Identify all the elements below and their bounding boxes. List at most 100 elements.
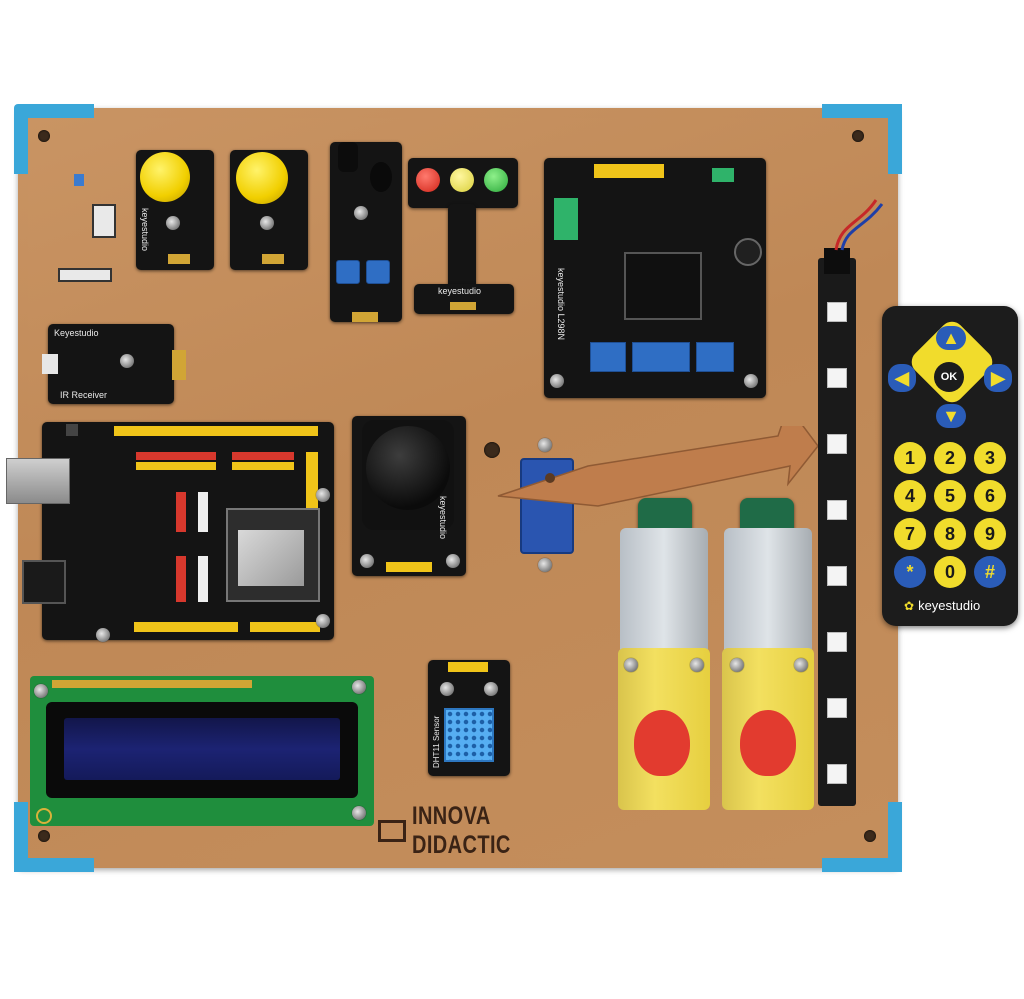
power-jack-icon[interactable]	[22, 560, 66, 604]
screw-icon	[316, 488, 330, 502]
wheel-hub-icon	[634, 710, 690, 776]
pin-header	[198, 556, 208, 602]
potentiometer-icon[interactable]	[336, 260, 360, 284]
key-0[interactable]: 0	[934, 556, 966, 588]
pin-header	[176, 556, 186, 602]
screw-icon	[354, 206, 368, 220]
screw-icon	[730, 658, 744, 672]
reset-button-icon[interactable]	[66, 424, 78, 436]
joystick-knob[interactable]	[366, 426, 450, 510]
wooden-board: keyestudio keyestudio keyestudio L298N	[6, 104, 902, 872]
screw-icon	[624, 658, 638, 672]
key-2[interactable]: 2	[934, 442, 966, 474]
dpad-right-icon[interactable]: ▶	[984, 364, 1012, 392]
key-8[interactable]: 8	[934, 518, 966, 550]
gear-motor-left	[614, 498, 714, 810]
remote-brand-text: keyestudio	[918, 598, 981, 613]
shield-can-icon	[238, 530, 304, 586]
brand-logo-text: INNOVA DIDACTIC	[411, 802, 511, 859]
mount-hole	[484, 442, 500, 458]
key-5[interactable]: 5	[934, 480, 966, 512]
module-label: keyestudio L298N	[556, 268, 566, 341]
motor-can	[620, 528, 708, 658]
red-led-icon	[416, 168, 440, 192]
rgb-led-icon	[827, 434, 847, 454]
humidity-sensor-icon	[444, 708, 494, 762]
motor-can	[724, 528, 812, 658]
pin-header	[352, 312, 378, 322]
yellow-button[interactable]	[140, 152, 190, 202]
key-3[interactable]: 3	[974, 442, 1006, 474]
pin-header	[168, 254, 190, 264]
sensor-module	[330, 142, 402, 322]
strip-connector	[824, 248, 850, 274]
pin-header	[594, 164, 664, 178]
screw-icon	[446, 554, 460, 568]
board-screw-icon	[852, 130, 864, 142]
traffic-light-module	[408, 158, 518, 208]
strip-wires	[834, 199, 884, 251]
key-hash[interactable]: #	[974, 556, 1006, 588]
motor-driver-module: keyestudio L298N	[544, 158, 766, 398]
traffic-light-stem	[448, 204, 476, 294]
screw-icon	[260, 216, 274, 230]
traffic-light-base: keyestudio	[414, 284, 514, 314]
brand-logo: INNOVA DIDACTIC	[378, 802, 618, 859]
pin-header	[52, 680, 252, 688]
pin-header	[198, 492, 208, 532]
yellow-button[interactable]	[236, 152, 288, 204]
led-strip	[818, 258, 856, 806]
key-7[interactable]: 7	[894, 518, 926, 550]
pin-header	[262, 254, 284, 264]
screw-icon	[538, 438, 552, 452]
pin-header	[114, 426, 318, 436]
usb-port-icon[interactable]	[6, 458, 70, 504]
screw-terminal-icon[interactable]	[590, 342, 626, 372]
ir-sensor-icon	[42, 354, 58, 374]
screw-icon	[352, 680, 366, 694]
dpad-down-icon[interactable]: ▼	[936, 404, 966, 428]
module-label: keyestudio	[438, 496, 448, 540]
screw-terminal-icon[interactable]	[632, 342, 690, 372]
esp32-module-icon	[226, 508, 320, 602]
lcd-screen	[64, 718, 340, 780]
wheel-hub-icon	[740, 710, 796, 776]
key-4[interactable]: 4	[894, 480, 926, 512]
rgb-led-icon	[827, 500, 847, 520]
ir-receiver-module: Keyestudio IR Receiver	[42, 324, 186, 404]
dpad-up-icon[interactable]: ▲	[936, 326, 966, 350]
ir-remote-control: ▲ ▼ ◀ ▶ OK 1 2 3 4 5 6 7 8 9 * 0 # ✿ key…	[882, 306, 1018, 626]
remote-brand: ✿ keyestudio	[904, 598, 980, 613]
screw-icon	[316, 614, 330, 628]
key-star[interactable]: *	[894, 556, 926, 588]
board-screw-icon	[38, 830, 50, 842]
module-label: keyestudio	[140, 208, 150, 252]
screw-terminal-icon[interactable]	[696, 342, 734, 372]
gear-motor-right	[718, 498, 818, 810]
screw-icon	[96, 628, 110, 642]
dpad-left-icon[interactable]: ◀	[888, 364, 916, 392]
screw-icon	[794, 658, 808, 672]
rgb-led-icon	[827, 566, 847, 586]
lcd-bezel	[46, 702, 358, 798]
screw-icon	[550, 374, 564, 388]
key-6[interactable]: 6	[974, 480, 1006, 512]
cutout	[92, 204, 116, 238]
key-9[interactable]: 9	[974, 518, 1006, 550]
screw-icon	[690, 658, 704, 672]
pin-header	[306, 452, 318, 512]
pin-header	[136, 462, 216, 470]
pin-header	[232, 452, 294, 460]
pin-header	[176, 492, 186, 532]
key-1[interactable]: 1	[894, 442, 926, 474]
yellow-led-icon	[450, 168, 474, 192]
pin-header	[250, 622, 320, 632]
ok-button[interactable]: OK	[934, 362, 964, 392]
board-screw-icon	[864, 830, 876, 842]
potentiometer-icon[interactable]	[366, 260, 390, 284]
microcontroller-board	[22, 422, 334, 642]
green-led-icon	[484, 168, 508, 192]
screw-icon	[440, 682, 454, 696]
rgb-led-icon	[827, 368, 847, 388]
servo-arm[interactable]	[488, 426, 818, 507]
